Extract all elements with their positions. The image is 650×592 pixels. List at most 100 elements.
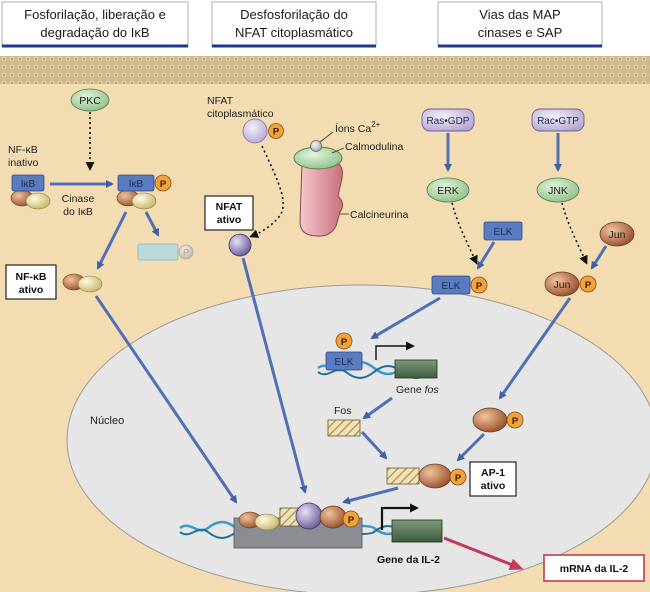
ap1-active-box: AP-1 ativo — [469, 461, 517, 497]
ap1-complex: P — [386, 463, 467, 489]
nfat-phospho-protein — [242, 118, 268, 144]
ap1-phosphate-icon — [449, 468, 467, 486]
nfkb-active-box: NF-κB ativo — [5, 264, 57, 300]
fos-protein — [327, 419, 361, 437]
nfat-active-protein — [228, 233, 252, 257]
calcineurin-label: Calcineurina — [350, 209, 409, 221]
pkc-enzyme — [70, 88, 110, 112]
ras-gdp: Ras•GDP — [421, 108, 475, 132]
header-box-nfat: Desfosforilação do NFAT citoplasmático — [211, 1, 377, 48]
ikb-label-phospho: IκB — [129, 179, 144, 190]
fos-gene-label: Gene fos — [396, 384, 439, 396]
elk-phosphate-label: P — [476, 281, 483, 292]
elk-dna-phosphate-icon — [335, 332, 353, 350]
nfat-active-box: NFAT ativo — [204, 195, 254, 231]
header-box-ikb: Fosforilação, liberação e degradação do … — [1, 1, 189, 48]
header-box-map: Vias das MAP cinases e SAP — [437, 1, 603, 48]
jun-nuclear-phosphate-icon — [506, 411, 524, 429]
nfat-active-label-2: ativo — [217, 214, 242, 226]
calcineurin — [299, 162, 344, 237]
jun-nuclear-phosphate-label: P — [512, 416, 519, 427]
degraded-ikb: P — [137, 243, 194, 261]
kinase-label-2: do IκB — [63, 206, 93, 218]
nfkb-inactive-label-2: inativo — [8, 157, 39, 169]
jun-nuclear: P — [472, 407, 524, 433]
header-map-line-1: Vias das MAP — [479, 7, 560, 22]
nfkb-inactive-complex: IκB — [10, 174, 51, 210]
jun-phosphate-label: P — [585, 280, 592, 291]
calmodulin-leader — [331, 147, 345, 154]
nfkb-phospho-complex: IκB P — [116, 174, 172, 210]
jnk: JNK — [536, 177, 580, 203]
jun-phosphate-icon — [579, 275, 597, 293]
elk-label-dna: ELK — [335, 357, 354, 368]
header-nfat-line-2: NFAT citoplasmático — [235, 25, 353, 40]
mrna-il2-label: mRNA da IL-2 — [560, 563, 629, 575]
fos-protein-label: Fos — [334, 405, 352, 417]
kinase-label-1: Cinase — [62, 193, 95, 205]
calmodulin-label: Calmodulina — [345, 141, 404, 153]
jun-to-ap1-arrow — [456, 432, 486, 462]
elk-phosphate-icon — [470, 276, 488, 294]
erk-to-elk-arrow — [451, 202, 478, 265]
elk-label-free: ELK — [494, 227, 513, 238]
phosphate-icon — [154, 174, 172, 192]
nfat-phosphate-label: P — [273, 127, 280, 138]
fos-expression-arrow — [362, 396, 393, 420]
elk-on-dna: ELK P — [325, 332, 363, 371]
pkc-label: PKC — [79, 95, 101, 107]
jun-label-phospho: Jun — [554, 279, 571, 291]
header-ikb-line-1: Fosforilação, liberação e — [24, 7, 166, 22]
degraded-phosphate-label: P — [183, 248, 189, 258]
cell-membrane — [0, 56, 650, 84]
il2-phosphate-label: P — [348, 515, 355, 526]
fos-transcription-start-arrow — [375, 341, 415, 360]
nfkb-nuclear-translocation-arrow — [94, 295, 238, 504]
elk-phosphorylation-arrow — [476, 241, 496, 270]
elk-label-phospho: ELK — [442, 281, 461, 292]
elk-nuclear-translocation-arrow — [370, 296, 441, 340]
phosphate-label: P — [160, 179, 167, 190]
header-map-line-2: cinases e SAP — [478, 25, 563, 40]
calcium-leader — [319, 131, 334, 143]
elk-free: ELK — [483, 221, 523, 241]
jun-label-free: Jun — [609, 229, 626, 241]
rac-gtp: Rac•GTP — [531, 108, 585, 132]
ap1-active-label-2: ativo — [481, 480, 506, 492]
jun-phosphorylation-arrow — [590, 245, 608, 270]
jun-phospho: Jun P — [544, 271, 597, 297]
elk-phospho: ELK P — [431, 275, 488, 295]
erk-label: ERK — [437, 185, 459, 197]
calcium-ion — [310, 140, 322, 152]
nfat-active-label-1: NFAT — [216, 201, 243, 213]
il2-phosphate-icon — [342, 510, 360, 528]
il2-gene — [391, 519, 443, 543]
jun-nuclear-translocation-arrow — [498, 297, 572, 400]
fos-to-ap1-arrow — [360, 430, 388, 460]
elk-dna-phosphate-label: P — [341, 337, 348, 348]
erk: ERK — [426, 177, 470, 203]
nfkb-release-arrow — [96, 211, 128, 270]
nfkb-active-label-1: NF-κB — [16, 271, 47, 283]
il2-transcription-start-arrow — [380, 503, 419, 530]
il2-transcription-complex: P — [238, 502, 360, 531]
ap1-to-il2-arrow — [342, 486, 399, 505]
ikb-label-inactive: IκB — [21, 179, 36, 190]
nfkb-inactive-label-1: NF-κB — [8, 144, 38, 156]
nucleus — [66, 284, 650, 592]
nfat-cyto-label-2: citoplasmático — [207, 108, 274, 120]
nucleus-label: Núcleo — [90, 415, 124, 427]
ap1-phosphate-label: P — [455, 473, 462, 484]
fos-gene — [394, 359, 438, 379]
nfkb-active-label-2: ativo — [19, 284, 44, 296]
nfat-phosphate-icon — [268, 123, 284, 139]
il2-mrna-arrow — [443, 536, 524, 570]
nfat-cyto-label-1: NFAT — [207, 95, 234, 107]
nfkb-active-dimer — [62, 273, 103, 293]
jnk-to-jun-arrow — [561, 202, 588, 265]
rac-gtp-label: Rac•GTP — [537, 116, 579, 127]
jun-free: Jun — [599, 221, 635, 247]
ikb-degradation-arrow — [144, 211, 160, 237]
